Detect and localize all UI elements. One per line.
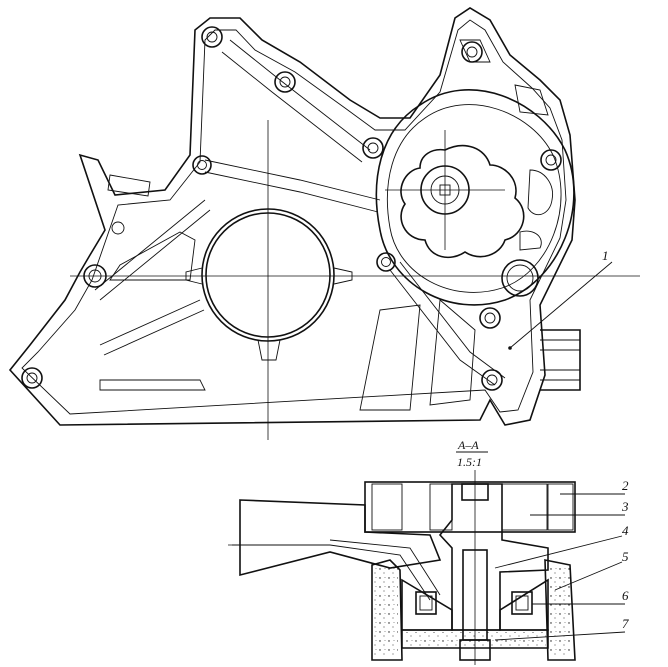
bolt-hole (274, 71, 296, 93)
bolt-hole (461, 41, 483, 63)
pocket-1 (527, 169, 553, 216)
rib-8 (429, 299, 476, 406)
rib-9 (109, 231, 196, 281)
bolt-hole-inner (279, 76, 291, 88)
bolt-hole-inner (26, 372, 38, 384)
upper-block (364, 481, 576, 533)
rib-7 (359, 304, 421, 411)
rib-3 (221, 39, 371, 163)
insert-right (501, 483, 548, 531)
bottom-plate (401, 629, 549, 649)
slot (107, 174, 151, 197)
lower-housing (371, 559, 403, 661)
leader-4 (494, 535, 623, 569)
insert-left (371, 483, 403, 531)
lower-housing-right (544, 559, 576, 661)
side-boss-lines (540, 339, 580, 381)
rib-6 (99, 379, 206, 391)
seal-left (415, 591, 437, 615)
shaft-boss (438, 483, 549, 631)
bore-boss-bottom (257, 339, 281, 361)
housing-wall-left (401, 578, 453, 631)
seal-right-inner (515, 595, 529, 611)
callout-label: 1 (602, 248, 609, 263)
pump-chamber-outer (375, 89, 575, 306)
callout-3-label: 3 (621, 499, 629, 514)
bolt-hole-inner (484, 312, 496, 324)
bolt-hole (362, 137, 384, 159)
housing-outer-outline (8, 7, 576, 426)
bolt-hole (479, 307, 501, 329)
bolt-hole-inner (486, 374, 498, 386)
bolt-hole-inner (381, 257, 391, 267)
oil-passage (232, 544, 431, 601)
bolt-hole-inner (197, 160, 207, 170)
small-hole (111, 221, 125, 235)
leader-7 (494, 631, 626, 641)
bolt-hole (192, 155, 212, 175)
callout-4-label: 4 (622, 523, 629, 538)
bolt-holes (21, 26, 562, 391)
bolt-hole (540, 149, 562, 171)
seal-left-inner (419, 595, 433, 611)
bolt-hole-inner (466, 46, 478, 58)
section-view (228, 470, 576, 665)
bolt-hole-inner (206, 31, 218, 43)
section-title-text: A–A (457, 438, 479, 452)
bolt-hole (376, 252, 396, 272)
housing-wall-right (499, 578, 549, 631)
side-boss (540, 329, 581, 391)
bolt-hole (21, 367, 43, 389)
lower-insert-right (550, 568, 572, 658)
pocket-3 (459, 39, 491, 63)
section-scale: 1.5:1 (457, 455, 482, 469)
bolt-hole (481, 369, 503, 391)
callout-1: 1 (508, 248, 613, 350)
callout-5-label: 5 (622, 549, 629, 564)
housing-front-view (8, 7, 640, 440)
callout-7-label: 7 (622, 616, 629, 631)
outlet-port (501, 259, 539, 297)
leader-5 (554, 561, 623, 591)
pump-chamber-inner (387, 104, 562, 293)
outer-rotor (400, 144, 525, 259)
pocket-2 (519, 230, 542, 251)
bolt-hole (201, 26, 223, 48)
bolt-hole-inner (367, 142, 379, 154)
bolt-hole-inner (545, 154, 557, 166)
insert-right-2 (547, 483, 574, 531)
rib-1 (94, 199, 211, 301)
tapered-arm (239, 499, 442, 577)
lower-insert-left (374, 568, 398, 658)
callout-6-label: 6 (622, 588, 629, 603)
pocket-4 (514, 84, 549, 116)
callout-2-label: 2 (622, 478, 629, 493)
seal-right (511, 591, 533, 615)
outlet-port-inner (506, 264, 534, 292)
section-title: A–A 1.5:1 (456, 438, 488, 469)
rib-4 (99, 299, 205, 356)
section-callouts: 2 3 4 5 6 7 (494, 478, 629, 641)
leader-line (509, 261, 613, 349)
oil-passage-2 (329, 539, 441, 596)
rib-5 (389, 261, 506, 386)
rib-2 (204, 159, 381, 213)
leader-dot (508, 346, 512, 350)
